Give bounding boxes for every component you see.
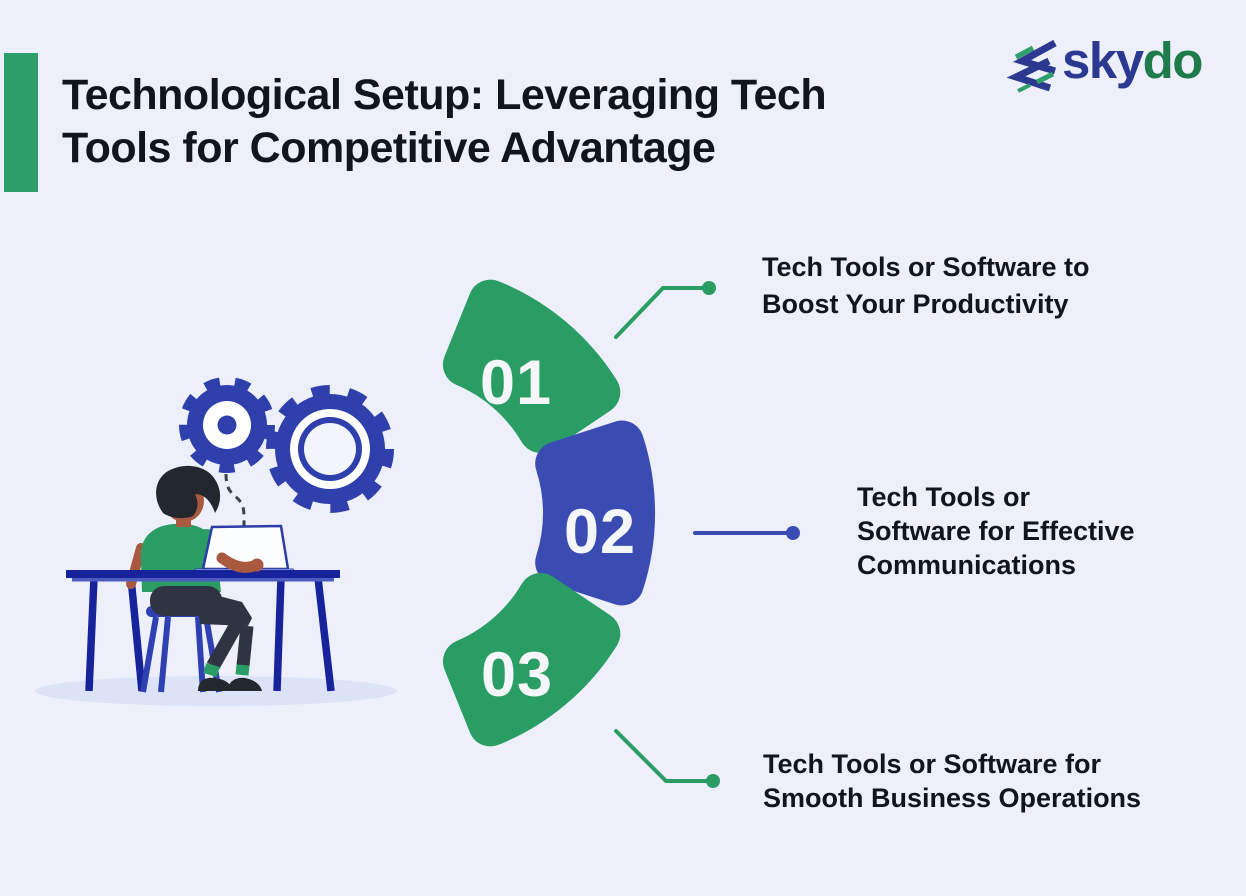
step-01-connector-dot xyxy=(702,281,716,295)
person-legs xyxy=(150,586,262,691)
step-01-label: Tech Tools or Software to Boost Your Pro… xyxy=(762,252,1090,319)
dashed-line xyxy=(224,473,246,527)
page-title: Technological Setup: Leveraging Tech Too… xyxy=(62,71,827,172)
step-03-label: Tech Tools or Software for Smooth Busine… xyxy=(763,749,1142,813)
gear-icon-large xyxy=(266,385,394,513)
step-03-number: 03 xyxy=(481,640,553,710)
logo-text-do: do xyxy=(1142,32,1204,89)
step-01-segment xyxy=(442,279,621,453)
step-02-label: Tech Tools or Software for Effective Com… xyxy=(857,482,1135,580)
desk xyxy=(66,570,340,582)
step-02-number: 02 xyxy=(564,497,636,567)
step-01-connector-line xyxy=(614,286,704,339)
step-03-connector-dot xyxy=(706,774,720,788)
logo-text-sky: sky xyxy=(1062,32,1144,89)
skydo-logo-text: skydo xyxy=(1062,32,1204,90)
title-accent-bar xyxy=(4,53,38,192)
gear-icon-small xyxy=(179,377,275,473)
skydo-logo-icon xyxy=(1006,39,1057,93)
step-02-connector-dot xyxy=(786,526,800,540)
step-03-connector-line xyxy=(614,729,708,783)
person-front-arm xyxy=(216,552,264,573)
person-hair xyxy=(156,465,221,519)
person-at-desk-illustration xyxy=(35,377,397,706)
steps-arc xyxy=(442,279,656,747)
desk-legs xyxy=(85,577,335,692)
step-03-segment xyxy=(442,573,621,747)
skydo-logo: skydo xyxy=(1006,32,1204,94)
step-01-number: 01 xyxy=(480,348,552,418)
step-02-segment xyxy=(535,420,656,606)
